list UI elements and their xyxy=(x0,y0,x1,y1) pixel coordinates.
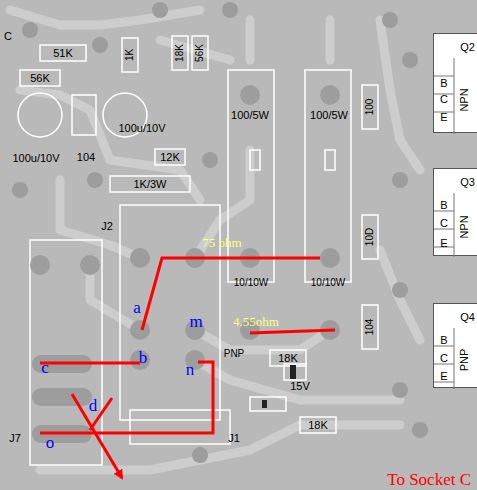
part-label: 10/10W xyxy=(234,278,268,288)
pin-name: C xyxy=(440,94,448,105)
part-label: 10/10W xyxy=(311,278,345,288)
pin-name: NPN xyxy=(459,215,470,238)
pin-name: B xyxy=(440,200,447,211)
part-label: C xyxy=(4,31,12,42)
part-label: 100 xyxy=(365,99,375,116)
value-note: 75 ohm xyxy=(202,236,241,249)
part-label: J1 xyxy=(228,433,240,444)
part-label: 100u/10V xyxy=(12,153,59,164)
part-label: 15V xyxy=(290,381,310,392)
part-label: 51K xyxy=(53,48,73,59)
part-label: 1K/3W xyxy=(133,179,166,190)
part-label: 104 xyxy=(365,319,375,336)
pin-name: B xyxy=(440,335,447,346)
pin-name: E xyxy=(440,371,447,382)
pin-letter: n xyxy=(186,361,195,378)
part-label: PNP xyxy=(224,349,245,359)
value-note: 4.55ohm xyxy=(233,315,279,328)
part-label: 56K xyxy=(30,73,50,84)
pin-name: PNP xyxy=(459,349,470,372)
callout-note: To Socket C xyxy=(387,471,471,488)
transistor-header: Q2BCE NPN xyxy=(433,33,477,133)
transistor-header: Q4PNP BCE xyxy=(433,303,477,388)
pin-letter: d xyxy=(89,397,98,414)
part-label: 10D xyxy=(365,228,375,246)
pin-name: E xyxy=(440,238,447,249)
part-label: J2 xyxy=(101,221,113,232)
part-label: 56K xyxy=(195,44,205,62)
part-label: J7 xyxy=(9,433,21,444)
part-label: 18K xyxy=(278,353,298,364)
pin-letter: b xyxy=(139,349,148,366)
part-label: 100/5W xyxy=(310,110,348,121)
pin-name: C xyxy=(440,353,448,364)
pin-letter: o xyxy=(46,434,55,451)
part-label: 100u/10V xyxy=(118,123,165,134)
part-label: 18K xyxy=(308,420,328,431)
pin-letter: c xyxy=(41,359,49,376)
part-label: Q4 xyxy=(460,312,475,323)
pin-letter: m xyxy=(189,313,202,330)
part-label: 12K xyxy=(160,152,180,163)
pin-name: E xyxy=(440,112,447,123)
pin-name: C xyxy=(440,218,448,229)
part-label: Q2 xyxy=(460,42,475,53)
part-label: 104 xyxy=(77,152,95,163)
transistor-header: Q3NPN BCE xyxy=(433,168,477,256)
pin-letter: a xyxy=(133,299,141,316)
part-label: Q3 xyxy=(460,177,475,188)
part-label: 100/5W xyxy=(231,110,269,121)
pin-name: B xyxy=(440,78,447,89)
part-label: 18K xyxy=(175,44,185,62)
pin-name: NPN xyxy=(459,88,470,111)
part-label: 1K xyxy=(125,49,135,61)
